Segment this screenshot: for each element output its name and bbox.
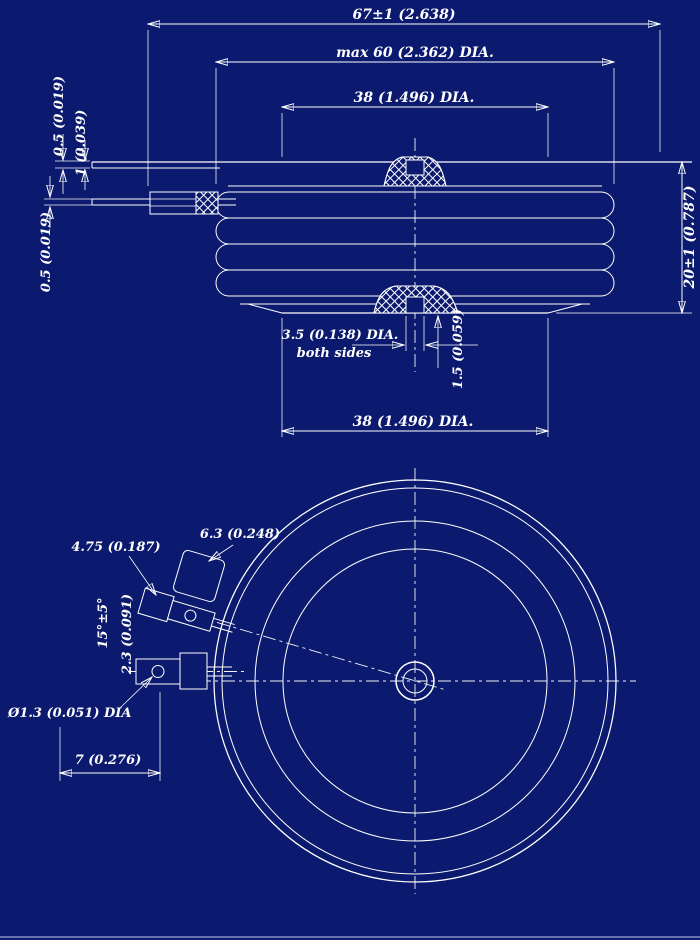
dim-bottom-pole-dia: 38 (1.496) DIA. bbox=[282, 318, 548, 437]
side-view: 67±1 (2.638) max 60 (2.362) DIA. 38 (1.4… bbox=[39, 7, 698, 437]
dim-top-pole-dia-label: 38 (1.496) DIA. bbox=[354, 90, 475, 106]
crimp-hatch bbox=[195, 191, 219, 215]
dim-lead-gap-bottom-label: 0.5 (0.019) bbox=[39, 212, 54, 292]
top-center-hole bbox=[405, 159, 425, 176]
dim-center-hole-note: both sides bbox=[297, 346, 372, 361]
ceramic-bellows bbox=[215, 191, 615, 297]
dim-gate-hole: Ø1.3 (0.051) DIA bbox=[7, 677, 152, 721]
dim-hole-depth-label: 1.5 (0.059) bbox=[451, 309, 466, 389]
dim-bottom-pole-dia-label: 38 (1.496) DIA. bbox=[353, 414, 474, 430]
dim-tab-width-label: 6.3 (0.248) bbox=[200, 527, 280, 542]
dim-tab-length: 4.75 (0.187) bbox=[71, 540, 161, 595]
dim-overall-width: 67±1 (2.638) bbox=[148, 7, 660, 186]
gate-hole bbox=[151, 665, 165, 678]
dim-hole-position-label: 7 (0.276) bbox=[75, 753, 142, 768]
dim-overall-width-label: 67±1 (2.638) bbox=[353, 7, 456, 23]
dim-lead-thickness-label: 1 (0.039) bbox=[74, 110, 89, 177]
dim-max-dia: max 60 (2.362) DIA. bbox=[216, 45, 614, 184]
plan-view: 6.3 (0.248) 4.75 (0.187) 15°±5° 2.3 (0.0… bbox=[7, 468, 636, 894]
dim-center-hole-label: 3.5 (0.138) DIA. bbox=[282, 328, 399, 343]
dim-lead-offset-label: 2.3 (0.091) bbox=[120, 594, 135, 675]
gate-tab-outline bbox=[172, 549, 226, 603]
gate-connector-angled bbox=[137, 587, 235, 633]
dim-lead-gap-top-label: 0.5 (0.019) bbox=[52, 76, 67, 156]
dim-height-label: 20±1 (0.787) bbox=[682, 186, 698, 290]
dim-height: 20±1 (0.787) bbox=[682, 162, 698, 313]
bottom-center-hole bbox=[405, 296, 425, 314]
connector-hole bbox=[184, 609, 197, 622]
dim-lead-gap-top: 0.5 (0.019) bbox=[52, 76, 90, 194]
dim-hole-depth: 1.5 (0.059) bbox=[438, 309, 466, 389]
top-pole-section bbox=[383, 156, 447, 187]
gate-lead-side bbox=[91, 191, 236, 215]
dim-gate-hole-label: Ø1.3 (0.051) DIA bbox=[7, 706, 131, 721]
bottom-pole-section bbox=[373, 285, 459, 314]
dim-top-pole-dia: 38 (1.496) DIA. bbox=[282, 90, 548, 157]
dim-lead-angle-label: 15°±5° bbox=[96, 597, 111, 648]
dim-lead-thickness: 1 (0.039) bbox=[74, 110, 89, 190]
dim-tab-width: 6.3 (0.248) bbox=[200, 527, 280, 561]
dim-tab-length-label: 4.75 (0.187) bbox=[71, 540, 160, 555]
dim-max-dia-label: max 60 (2.362) DIA. bbox=[336, 45, 494, 61]
dim-hole-position: 7 (0.276) bbox=[60, 692, 160, 781]
dim-center-hole: 3.5 (0.138) DIA. both sides bbox=[282, 316, 478, 361]
gate-connector-horizontal bbox=[128, 652, 244, 690]
dim-lead-gap-bottom: 0.5 (0.019) bbox=[39, 176, 92, 292]
